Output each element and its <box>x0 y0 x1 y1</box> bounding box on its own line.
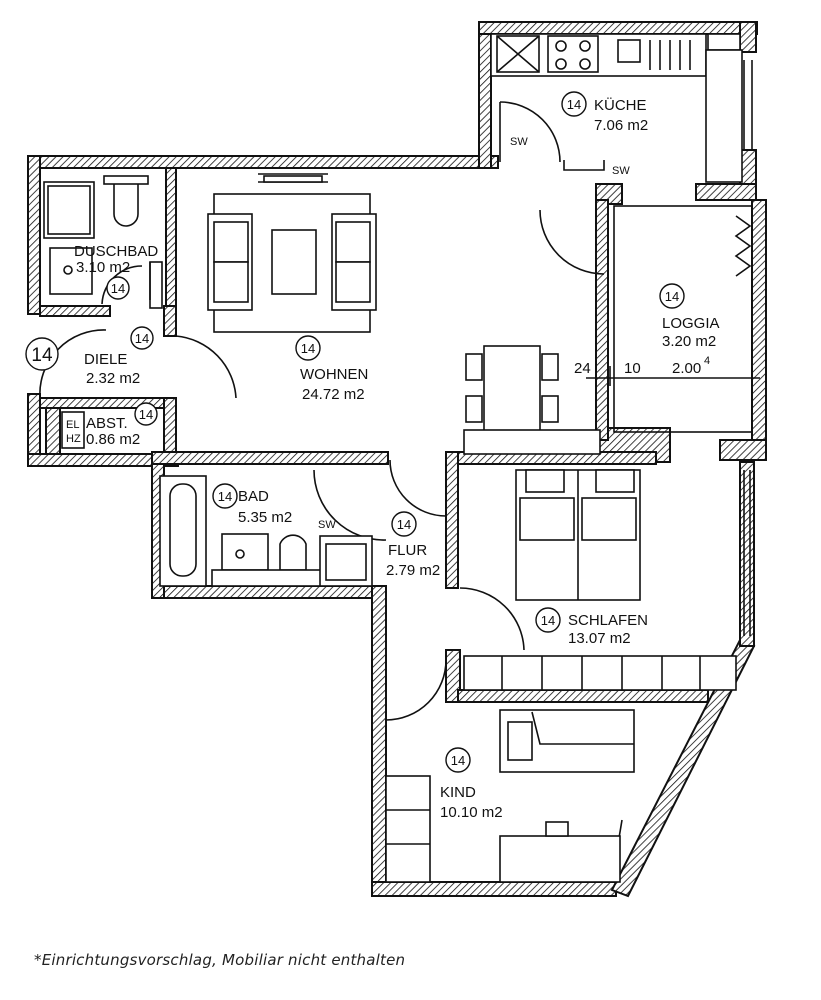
dim-24: 24 <box>574 360 591 377</box>
duschbad-area: 3.10 m2 <box>76 259 130 276</box>
sw-label-bad: SW <box>318 519 336 531</box>
room-flur: 14 FLUR 2.79 m2 <box>386 511 440 579</box>
diele-area: 2.32 m2 <box>86 370 140 387</box>
dim-superscript: 4 <box>704 355 710 367</box>
dim-10: 10 <box>624 360 641 377</box>
wohnen-furniture <box>207 193 601 455</box>
room-duschbad: DUSCHBAD 3.10 m2 14 <box>74 243 158 300</box>
wohnen-area: 24.72 m2 <box>302 386 365 403</box>
entrance-badge: 14 <box>31 345 53 366</box>
wohnen-name: WOHNEN <box>300 366 368 383</box>
sw-label-kitchen-cabinet: SW <box>612 165 630 177</box>
loggia-dimensions: 24 10 2.00 4 <box>574 355 710 377</box>
flur-name: FLUR <box>388 542 427 559</box>
kueche-area: 7.06 m2 <box>594 117 648 134</box>
bad-name: BAD <box>238 488 269 505</box>
bad-badge: 14 <box>218 489 232 504</box>
furniture-disclaimer: *Einrichtungsvorschlag, Mobiliar nicht e… <box>34 951 406 969</box>
schlafen-badge: 14 <box>541 613 555 628</box>
abst-name: ABST. <box>86 415 128 432</box>
room-abst: EL HZ ABST. 14 0.86 m2 <box>61 402 158 449</box>
kind-area: 10.10 m2 <box>440 804 503 821</box>
loggia-area: 3.20 m2 <box>662 333 716 350</box>
schlafen-name: SCHLAFEN <box>568 612 648 629</box>
kind-name: KIND <box>440 784 476 801</box>
kueche-name: KÜCHE <box>594 96 647 114</box>
schlafen-area: 13.07 m2 <box>568 630 631 647</box>
room-wohnen: 14 WOHNEN 24.72 m2 <box>295 335 368 403</box>
diele-name: DIELE <box>84 351 127 368</box>
kind-furniture <box>385 709 635 883</box>
diele-badge: 14 <box>135 331 149 346</box>
duschbad-furniture <box>43 175 163 309</box>
loggia-details <box>586 205 760 433</box>
loggia-name: LOGGIA <box>662 315 720 332</box>
wohnen-badge: 14 <box>301 341 315 356</box>
bad-furniture <box>159 475 373 587</box>
interior-walls <box>39 167 709 703</box>
entrance-marker: 14 <box>25 337 59 371</box>
kitchen-furniture <box>490 33 743 183</box>
flur-area: 2.79 m2 <box>386 562 440 579</box>
bad-area: 5.35 m2 <box>238 509 292 526</box>
abst-badge: 14 <box>139 407 153 422</box>
el-label: EL <box>66 419 79 431</box>
floor-plan: 14 KÜCHE 7.06 m2 SW SW DUSCHBAD 3.10 m2 … <box>25 21 767 898</box>
schlafen-furniture <box>463 469 737 691</box>
duschbad-name: DUSCHBAD <box>74 243 158 260</box>
room-kind: 14 KIND 10.10 m2 <box>440 747 503 821</box>
sw-label-kitchen-door: SW <box>510 136 528 148</box>
dim-200: 2.00 <box>672 360 701 377</box>
room-schlafen: 14 SCHLAFEN 13.07 m2 <box>535 607 648 647</box>
duschbad-badge: 14 <box>111 281 125 296</box>
kueche-badge: 14 <box>567 97 581 112</box>
abst-area: 0.86 m2 <box>86 431 140 448</box>
hz-label: HZ <box>66 433 81 445</box>
loggia-badge: 14 <box>665 289 679 304</box>
room-bad: 14 BAD 5.35 m2 <box>212 483 292 526</box>
room-loggia: 14 LOGGIA 3.20 m2 <box>659 283 720 350</box>
flur-badge: 14 <box>397 517 411 532</box>
kind-badge: 14 <box>451 753 465 768</box>
room-kueche: 14 KÜCHE 7.06 m2 <box>561 91 648 134</box>
doors <box>39 101 605 721</box>
room-diele: 14 DIELE 2.32 m2 <box>84 326 154 387</box>
